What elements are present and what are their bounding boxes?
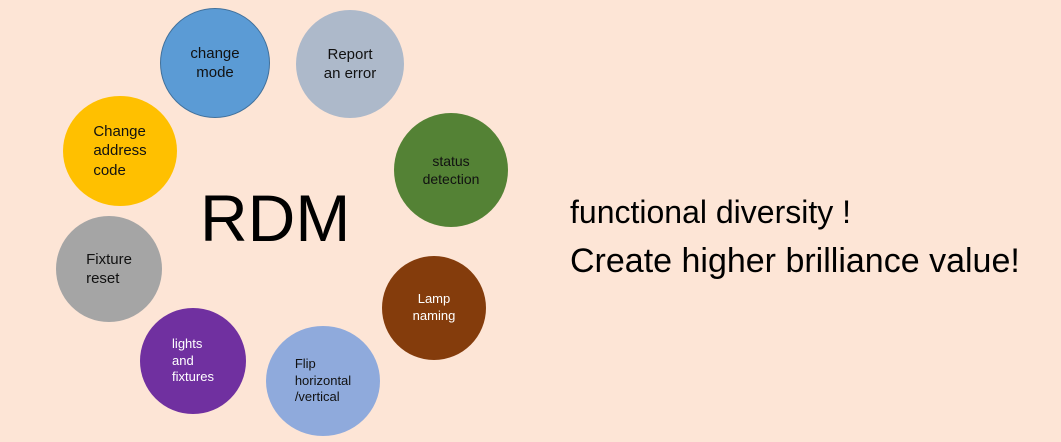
- tagline-line-1: functional diversity !: [570, 194, 852, 230]
- node-label: Fixture reset: [86, 250, 132, 288]
- node-label: Flip horizontal /vertical: [294, 355, 352, 405]
- node-flip-horizontal-vertical: Flip horizontal /vertical: [266, 326, 380, 436]
- node-label: Change address code: [93, 122, 147, 179]
- node-change-address-code: Change address code: [63, 96, 177, 206]
- node-label: lights and fixtures: [172, 335, 214, 385]
- tagline-line-2: Create higher brilliance value!: [570, 242, 1020, 280]
- node-label: Report an error: [323, 45, 377, 83]
- node-status-detection: status detection: [394, 113, 508, 227]
- node-lamp-naming: Lamp naming: [382, 256, 486, 360]
- node-change-mode: change mode: [160, 8, 270, 118]
- node-label: status detection: [422, 152, 480, 187]
- node-label: change mode: [190, 44, 240, 82]
- node-lights-and-fixtures: lights and fixtures: [140, 308, 246, 414]
- node-report-an-error: Report an error: [296, 10, 404, 118]
- center-title: RDM: [200, 181, 351, 255]
- node-fixture-reset: Fixture reset: [56, 216, 162, 322]
- node-label: Lamp naming: [412, 291, 456, 323]
